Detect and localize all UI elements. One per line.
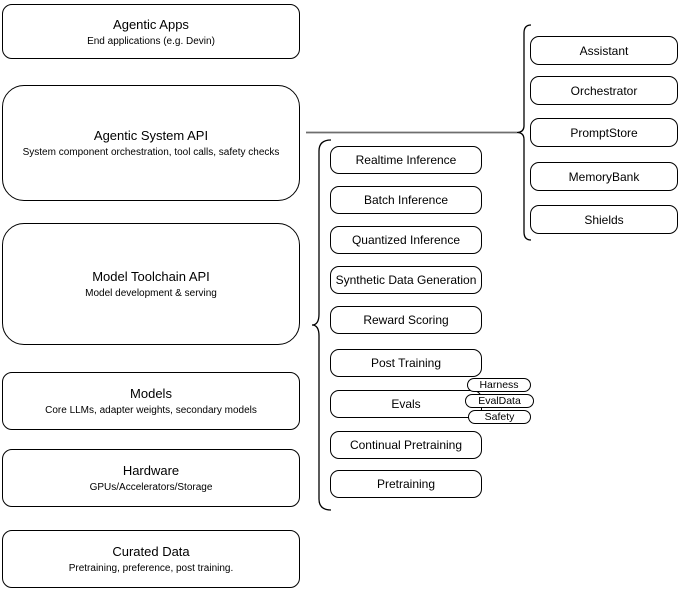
service-batch-inference: Batch Inference (330, 186, 482, 214)
box-hardware: Hardware GPUs/Accelerators/Storage (2, 449, 300, 507)
box-subtitle: Pretraining, preference, post training. (68, 563, 234, 574)
component-memorybank: MemoryBank (530, 162, 678, 191)
component-shields: Shields (530, 205, 678, 234)
box-title: Models (130, 386, 172, 401)
box-title: Hardware (122, 463, 180, 478)
box-subtitle: Core LLMs, adapter weights, secondary mo… (45, 405, 257, 416)
service-reward-scoring: Reward Scoring (330, 306, 482, 334)
box-title: Curated Data (112, 544, 190, 559)
box-subtitle: End applications (e.g. Devin) (87, 35, 215, 47)
eval-tag-safety: Safety (468, 410, 531, 424)
component-assistant: Assistant (530, 36, 678, 65)
component-promptstore: PromptStore (530, 118, 678, 147)
service-realtime-inference: Realtime Inference (330, 146, 482, 174)
component-orchestrator: Orchestrator (530, 76, 678, 105)
box-curated-data: Curated Data Pretraining, preference, po… (2, 530, 300, 588)
box-models: Models Core LLMs, adapter weights, secon… (2, 372, 300, 430)
eval-tag-harness: Harness (467, 378, 531, 392)
box-agentic-apps: Agentic Apps End applications (e.g. Devi… (2, 4, 300, 59)
box-title: Model Toolchain API (92, 269, 210, 284)
eval-tag-evaldata: EvalData (465, 394, 534, 408)
toolchain-brace (311, 139, 332, 511)
service-continual-pretraining: Continual Pretraining (330, 431, 482, 459)
service-pretraining: Pretraining (330, 470, 482, 498)
box-title: Agentic System API (93, 128, 209, 143)
box-model-toolchain-api: Model Toolchain API Model development & … (2, 223, 300, 345)
service-evals: Evals (330, 390, 482, 418)
box-subtitle: System component orchestration, tool cal… (22, 147, 280, 158)
service-post-training: Post Training (330, 349, 482, 377)
service-synthetic-data-generation: Synthetic Data Generation (330, 266, 482, 294)
service-quantized-inference: Quantized Inference (330, 226, 482, 254)
components-brace (516, 24, 532, 241)
box-title: Agentic Apps (113, 16, 189, 32)
box-subtitle: Model development & serving (85, 288, 217, 299)
box-agentic-system-api: Agentic System API System component orch… (2, 85, 300, 201)
box-subtitle: GPUs/Accelerators/Storage (89, 482, 213, 493)
